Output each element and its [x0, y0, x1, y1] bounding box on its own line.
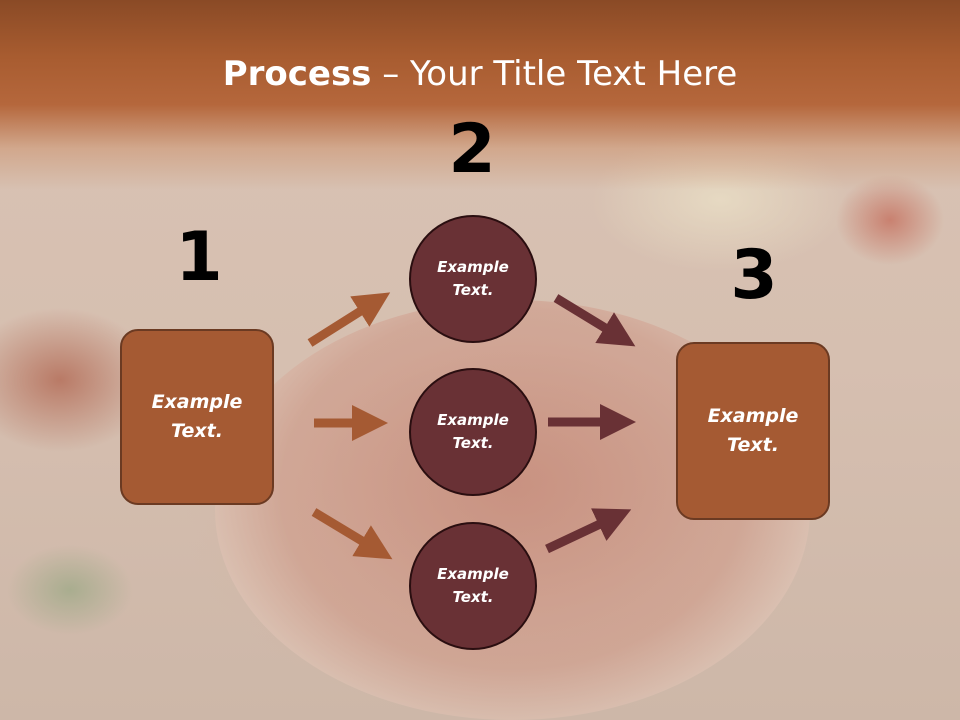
circle-bottom: Example Text.	[409, 522, 537, 650]
title-bold: Process	[222, 54, 372, 94]
step-1-number: 1	[175, 218, 223, 297]
step-3-box: Example Text.	[676, 342, 830, 520]
circle-top: Example Text.	[409, 215, 537, 343]
title-rest: – Your Title Text Here	[371, 54, 738, 94]
step-3-number: 3	[730, 236, 778, 315]
step-1-box: Example Text.	[120, 329, 274, 505]
title-banner	[0, 0, 960, 190]
slide-title: Process – Your Title Text Here	[0, 52, 960, 96]
step-2-number: 2	[448, 110, 496, 189]
arrow-bottom-to-3	[545, 508, 632, 554]
circle-middle: Example Text.	[409, 368, 537, 496]
arrow-1-to-top	[307, 292, 391, 347]
arrow-top-to-3	[553, 294, 636, 347]
arrow-1-to-bottom	[311, 508, 393, 560]
